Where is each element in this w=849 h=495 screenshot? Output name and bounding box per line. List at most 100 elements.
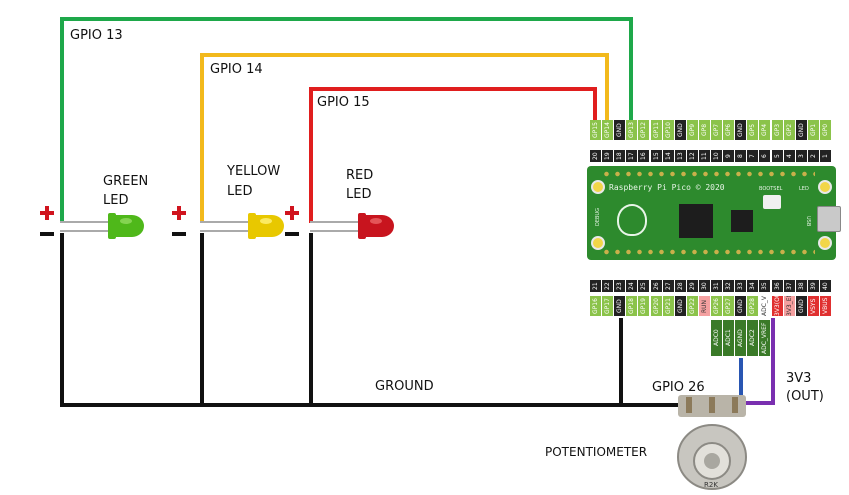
top-pin-label: GP5 bbox=[747, 120, 759, 140]
minus-icon bbox=[40, 232, 54, 236]
top-pin-number: 11 bbox=[698, 150, 710, 162]
top-pin-label: GP7 bbox=[711, 120, 722, 140]
bottom-pin-number: 27 bbox=[662, 280, 674, 292]
flash-chip bbox=[731, 210, 753, 232]
gpio15-wire bbox=[309, 87, 597, 223]
top-pin-number: 8 bbox=[735, 150, 747, 162]
bottom-pin-number: 36 bbox=[771, 280, 783, 292]
bottom-pin-label: GP17 bbox=[602, 296, 614, 316]
top-pin-number: 4 bbox=[783, 150, 795, 162]
top-pin-label: GP2 bbox=[783, 120, 795, 140]
rp2040-chip bbox=[679, 204, 713, 238]
pico-board: Raspberry Pi Pico © 2020 BOOTSEL LED USB… bbox=[587, 166, 841, 260]
top-pin-number: 15 bbox=[650, 150, 662, 162]
bottom-pin-number: 21 bbox=[590, 280, 601, 292]
red-led bbox=[310, 213, 394, 239]
bottom-pin-number: 38 bbox=[795, 280, 807, 292]
top-pin-number: 19 bbox=[602, 150, 614, 162]
bottom-pin-number: 39 bbox=[807, 280, 819, 292]
top-pin-number: 5 bbox=[771, 150, 783, 162]
red-led-label-line2: LED bbox=[346, 187, 372, 202]
gpio13-wire bbox=[60, 17, 633, 223]
top-pin-number: 10 bbox=[711, 150, 722, 162]
3v3-wire bbox=[740, 318, 775, 405]
top-pin-number: 18 bbox=[614, 150, 626, 162]
yellow-led-label-line1: YELLOW bbox=[227, 164, 281, 179]
top-pin-number: 12 bbox=[686, 150, 698, 162]
top-header-row bbox=[601, 170, 815, 178]
bottom-pin-label: GP19 bbox=[638, 296, 650, 316]
bottom-pin-label: GP20 bbox=[650, 296, 662, 316]
top-pin-label: GP14 bbox=[602, 120, 614, 140]
top-pin-label: GND bbox=[735, 120, 747, 140]
gpio14-wire bbox=[200, 53, 609, 223]
usb-label: USB bbox=[805, 216, 811, 227]
top-pin-label: GP3 bbox=[771, 120, 783, 140]
mount-hole bbox=[591, 236, 605, 250]
bottom-pin-label: GP28 bbox=[747, 296, 759, 316]
bottom-pin-number: 26 bbox=[650, 280, 662, 292]
top-pin-number: 20 bbox=[590, 150, 601, 162]
top-pin-number: 9 bbox=[723, 150, 735, 162]
3v3-out-label: (OUT) bbox=[786, 389, 824, 404]
board-name: Raspberry Pi Pico © 2020 bbox=[609, 183, 725, 192]
gpio26-label: GPIO 26 bbox=[652, 380, 705, 395]
top-pin-label: GP6 bbox=[723, 120, 735, 140]
mount-hole bbox=[591, 180, 605, 194]
top-pin-label: GP15 bbox=[590, 120, 601, 140]
top-pin-label: GP13 bbox=[626, 120, 638, 140]
bottom-header-row bbox=[601, 248, 815, 256]
adc-label-adc2: ADC2 bbox=[747, 320, 759, 356]
potentiometer: R2K bbox=[677, 395, 747, 490]
top-pin-label: GP4 bbox=[759, 120, 771, 140]
ground-wire bbox=[60, 233, 683, 407]
bottom-pin-number: 33 bbox=[735, 280, 747, 292]
yellow-led-label-line2: LED bbox=[227, 184, 253, 199]
bottom-pin-number: 23 bbox=[614, 280, 626, 292]
top-pin-label: GP9 bbox=[686, 120, 698, 140]
bottom-pin-number: 30 bbox=[698, 280, 710, 292]
top-pin-number: 6 bbox=[759, 150, 771, 162]
bottom-pin-number: 22 bbox=[602, 280, 614, 292]
top-pin-label: GND bbox=[614, 120, 626, 140]
bottom-pin-number: 24 bbox=[626, 280, 638, 292]
gpio15-label: GPIO 15 bbox=[317, 95, 370, 110]
top-pin-label: GP12 bbox=[638, 120, 650, 140]
gpio14-label: GPIO 14 bbox=[210, 62, 263, 77]
top-pin-number: 14 bbox=[662, 150, 674, 162]
bottom-pin-number: 31 bbox=[711, 280, 722, 292]
debug-label: DEBUG bbox=[595, 208, 601, 226]
led-label: LED bbox=[799, 186, 809, 192]
top-pin-number: 17 bbox=[626, 150, 638, 162]
bootsel-button bbox=[763, 195, 781, 209]
bottom-pin-number: 25 bbox=[638, 280, 650, 292]
plus-icon bbox=[285, 206, 299, 220]
top-pin-label: GP1 bbox=[807, 120, 819, 140]
top-pin-label: GND bbox=[674, 120, 686, 140]
bottom-pin-number: 37 bbox=[783, 280, 795, 292]
top-pin-label: GP11 bbox=[650, 120, 662, 140]
bootsel-label: BOOTSEL bbox=[759, 186, 783, 192]
bottom-pin-label: VSYS bbox=[807, 296, 819, 316]
bottom-pin-number: 29 bbox=[686, 280, 698, 292]
adc-label-adc1: ADC1 bbox=[723, 320, 735, 356]
plus-icon bbox=[172, 206, 186, 220]
bottom-pin-label: GND bbox=[795, 296, 807, 316]
top-pin-number: 7 bbox=[747, 150, 759, 162]
top-pin-label: GP8 bbox=[698, 120, 710, 140]
ground-label: GROUND bbox=[375, 379, 434, 394]
bottom-pin-number: 28 bbox=[674, 280, 686, 292]
bottom-pin-number: 35 bbox=[759, 280, 771, 292]
bottom-pin-number: 32 bbox=[723, 280, 735, 292]
red-led-label-line1: RED bbox=[346, 168, 374, 183]
plus-icon bbox=[40, 206, 54, 220]
bottom-pin-label: GP21 bbox=[662, 296, 674, 316]
adc-label-adc_vref: ADC_VREF bbox=[759, 320, 771, 356]
top-pin-number: 13 bbox=[674, 150, 686, 162]
bottom-pin-label: GP16 bbox=[590, 296, 601, 316]
bottom-pin-label: ADC_VREF bbox=[759, 296, 771, 316]
bottom-pin-label: GND bbox=[614, 296, 626, 316]
